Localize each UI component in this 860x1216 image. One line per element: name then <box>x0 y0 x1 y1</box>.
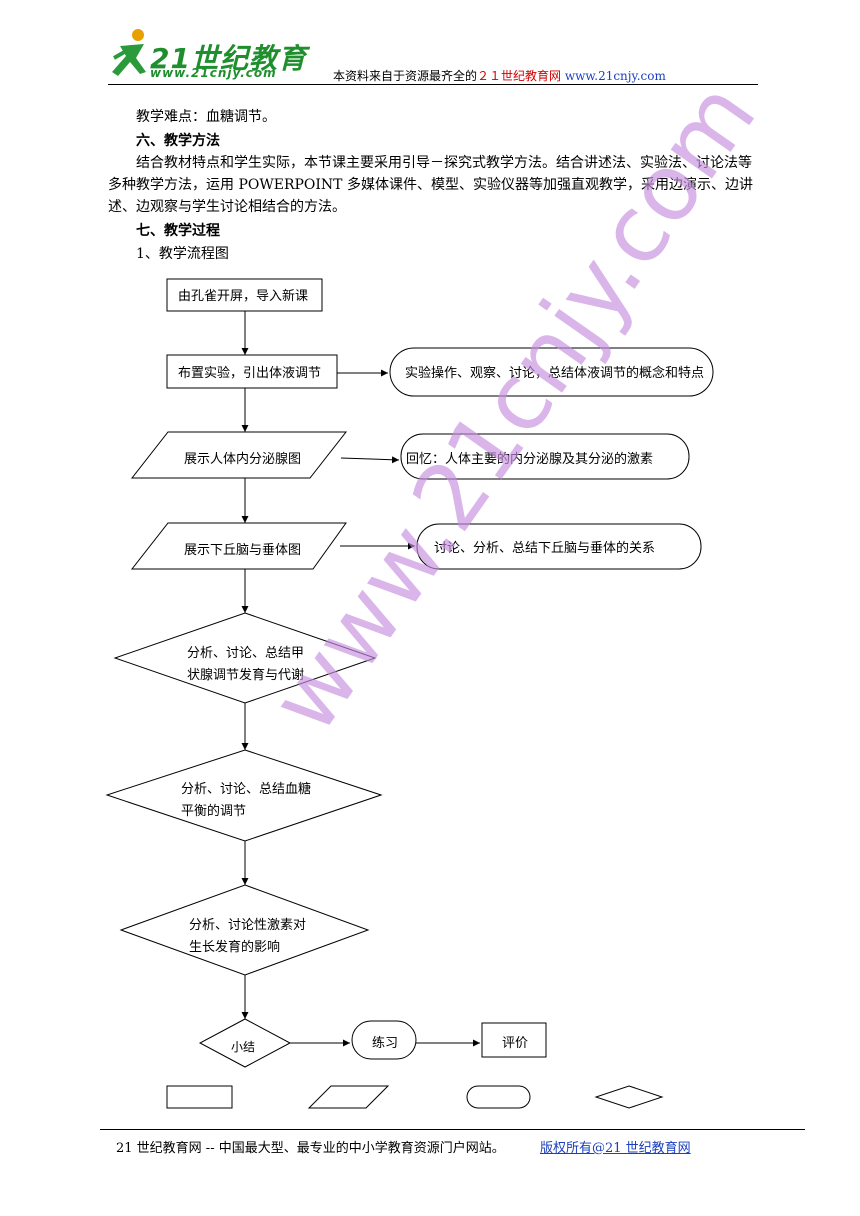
footer-divider <box>100 1129 805 1130</box>
flow-decision-glucose-line2: 平衡的调节 <box>181 803 246 819</box>
flow-decision-summary-label: 小结 <box>231 1040 255 1054</box>
flow-side-glands-label: 回忆：人体主要的内分泌腺及其分泌的激素 <box>406 451 653 467</box>
subsection-1-title: 1、教学流程图 <box>136 246 229 262</box>
legend-decision-shape <box>594 1085 664 1109</box>
flow-decision-glucose-line1: 分析、讨论、总结血糖 <box>181 781 311 797</box>
logo-runner-icon <box>112 29 146 76</box>
flow-side-experiment-label: 实验操作、观察、讨论，总结体液调节的概念和特点 <box>405 365 704 381</box>
flow-node-glands-label: 展示人体内分泌腺图 <box>184 451 301 467</box>
header-source: 本资料来自于资源最齐全的２１世纪教育网 www.21cnjy.com <box>333 67 666 84</box>
logo-url: www.21cnjy.com <box>150 66 277 80</box>
header-source-prefix: 本资料来自于资源最齐全的 <box>333 69 478 83</box>
flow-decision-sex-hormone-line1: 分析、讨论性激素对 <box>189 918 306 933</box>
flow-side-hypothalamus <box>416 523 702 570</box>
teaching-difficulty: 教学难点：血糖调节。 <box>136 109 276 125</box>
flow-decision-sex-hormone-line2: 生长发育的影响 <box>189 939 280 955</box>
flow-node-experiment <box>166 354 338 389</box>
flow-side-glands <box>400 433 690 480</box>
flow-node-evaluation-label: 评价 <box>502 1036 528 1051</box>
header-source-url[interactable]: www.21cnjy.com <box>564 69 666 83</box>
flow-node-glands <box>130 431 348 479</box>
flow-side-hypothalamus-label: 讨论、分析、总结下丘脑与垂体的关系 <box>434 540 655 556</box>
section-6-text: 结合教材特点和学生实际，本节课主要采用引导－探究式教学方法。结合讲述法、实验法、… <box>108 155 753 215</box>
flow-node-hypothalamus <box>130 522 347 570</box>
flow-decision-thyroid-line2: 状腺调节发育与代谢 <box>187 667 304 683</box>
flow-node-evaluation <box>481 1022 547 1058</box>
flow-side-experiment <box>389 347 714 397</box>
flow-terminal-practice <box>351 1020 417 1060</box>
flow-node-intro-label: 由孔雀开屏，导入新课 <box>178 288 308 304</box>
section-7-title: 七、教学过程 <box>136 223 220 239</box>
footer-text: 21 世纪教育网 -- 中国最大型、最专业的中小学教育资源门户网站。 <box>116 1141 505 1156</box>
header-divider <box>108 84 758 85</box>
flow-decision-summary <box>198 1018 292 1068</box>
header-source-site[interactable]: ２１世纪教育网 <box>477 69 562 83</box>
footer-copyright-link[interactable]: 版权所有@21 世纪教育网 <box>540 1141 691 1156</box>
flow-node-experiment-label: 布置实验，引出体液调节 <box>178 365 321 381</box>
flow-terminal-practice-label: 练习 <box>372 1036 398 1051</box>
flow-decision-thyroid-line1: 分析、讨论、总结甲 <box>187 646 304 661</box>
logo-text: 21世纪教育 <box>150 42 307 75</box>
flow-node-hypothalamus-label: 展示下丘脑与垂体图 <box>184 543 301 558</box>
legend-terminal-shape <box>466 1085 531 1109</box>
legend-process-shape <box>166 1085 233 1109</box>
legend-io-shape <box>307 1085 390 1109</box>
section-6-title: 六、教学方法 <box>136 133 220 149</box>
